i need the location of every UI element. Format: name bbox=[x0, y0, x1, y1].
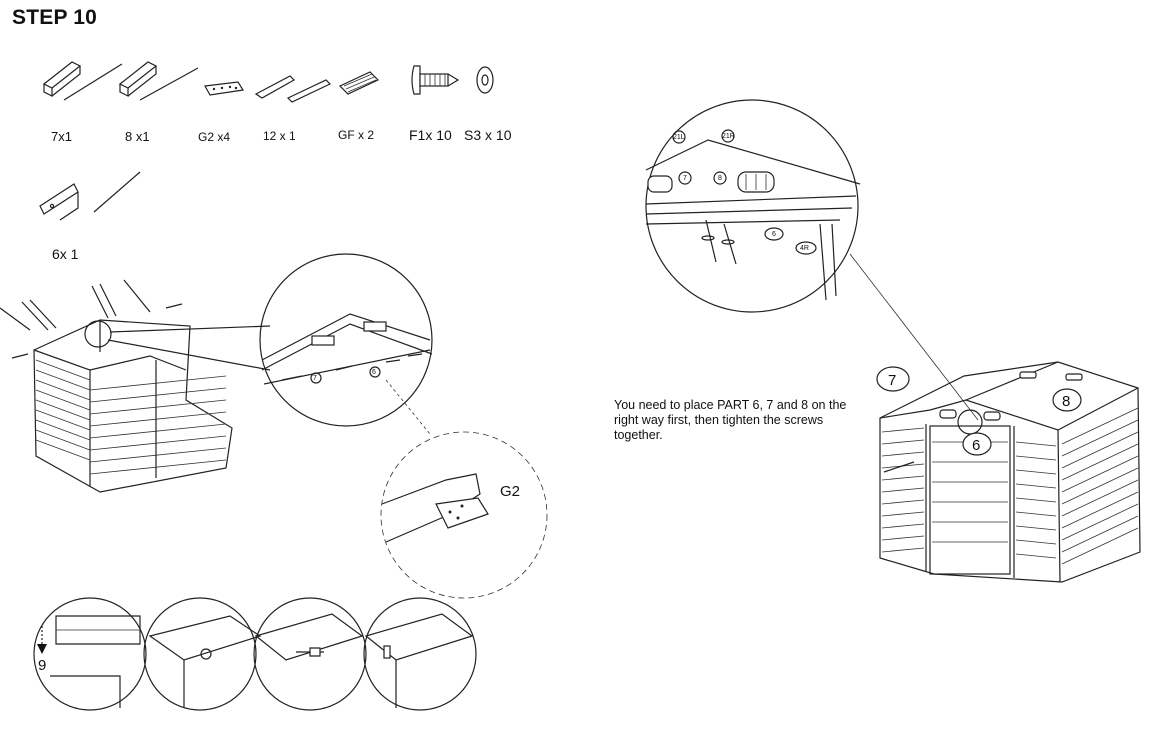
roof-detail-illustration: 21L 21R 7 8 6 4R bbox=[645, 99, 861, 313]
instruction-note: You need to place PART 6, 7 and 8 on the… bbox=[614, 398, 847, 442]
left-shed-illustration: 7 6 G2 bbox=[0, 253, 548, 599]
right-shed-illustration: 7 8 6 bbox=[876, 361, 1141, 583]
screw-icon bbox=[0, 279, 183, 359]
roof-beam-part-icon bbox=[118, 61, 199, 101]
part-label-gf: GF x 2 bbox=[338, 128, 375, 142]
callout-part-8: 8 bbox=[1062, 393, 1070, 410]
callout-detail-6: 6 bbox=[772, 231, 776, 238]
part-label-s3: S3 x 10 bbox=[464, 127, 512, 143]
callout-part-6: 6 bbox=[972, 437, 980, 454]
callout-mid-7: 7 bbox=[313, 375, 317, 382]
part-label-12: 12 x 1 bbox=[263, 129, 296, 143]
callout-detail-21l: 21L bbox=[673, 134, 685, 141]
bottom-sequence-illustration: 9 bbox=[33, 597, 477, 711]
roof-beam-part-icon bbox=[42, 61, 123, 101]
part-label-6: 6x 1 bbox=[52, 246, 79, 262]
callout-g2: G2 bbox=[500, 483, 520, 500]
gusset-plate-icon bbox=[204, 81, 244, 96]
callout-detail-7: 7 bbox=[683, 175, 687, 182]
vent-grille-icon bbox=[338, 71, 380, 95]
detail-connector bbox=[849, 253, 979, 421]
angle-bar-part-icon bbox=[39, 171, 141, 221]
part-label-f1: F1x 10 bbox=[409, 127, 452, 143]
part-label-7: 7x1 bbox=[51, 129, 72, 144]
callout-detail-21r: 21R bbox=[722, 133, 735, 140]
screw-icon bbox=[701, 219, 737, 265]
callout-detail-8: 8 bbox=[718, 175, 722, 182]
parts-icons bbox=[39, 61, 494, 221]
part-label-g2: G2 x4 bbox=[198, 130, 231, 144]
bracket-part-icon bbox=[254, 75, 332, 103]
part-label-8: 8 x1 bbox=[125, 129, 150, 144]
screw-icon bbox=[411, 65, 460, 95]
callout-mid-6: 6 bbox=[372, 369, 376, 376]
step-title: STEP 10 bbox=[12, 6, 98, 29]
callout-detail-4r: 4R bbox=[800, 245, 809, 252]
washer-icon bbox=[476, 66, 494, 94]
callout-9: 9 bbox=[38, 657, 46, 674]
callout-part-7: 7 bbox=[888, 372, 896, 389]
